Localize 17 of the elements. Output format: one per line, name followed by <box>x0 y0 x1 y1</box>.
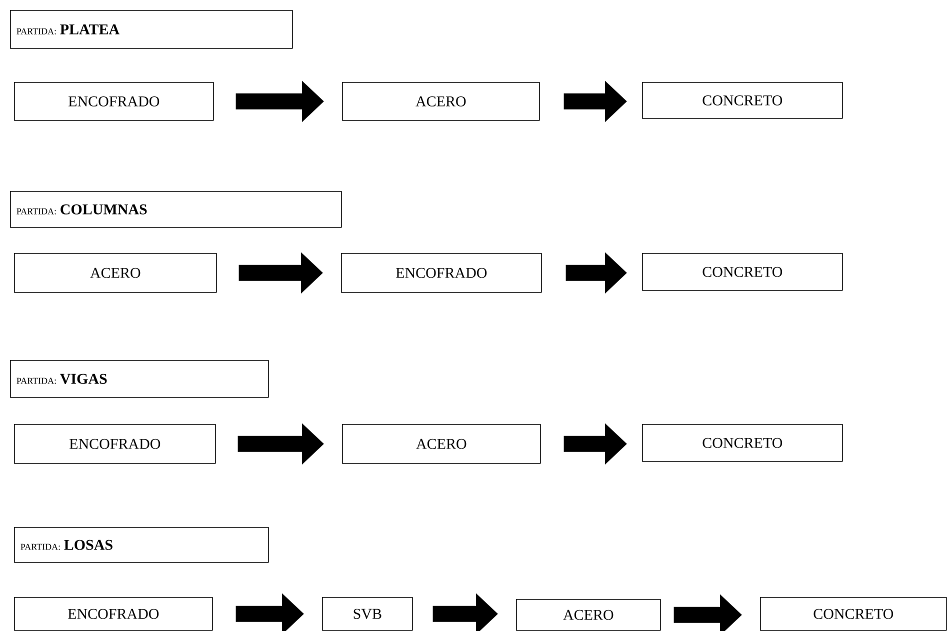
process-box: CONCRETO <box>760 597 947 631</box>
process-box: ACERO <box>342 82 540 121</box>
process-box: SVB <box>322 597 413 631</box>
process-box: ENCOFRADO <box>14 82 214 121</box>
heading-box: PARTIDA: COLUMNAS <box>10 191 342 228</box>
process-box: ENCOFRADO <box>14 424 216 464</box>
process-box: ACERO <box>342 424 541 464</box>
process-box: ACERO <box>516 599 661 631</box>
process-box: ENCOFRADO <box>14 597 213 631</box>
process-box: CONCRETO <box>642 82 843 119</box>
process-box: ENCOFRADO <box>341 253 542 293</box>
process-box: ACERO <box>14 253 217 293</box>
heading-box: PARTIDA: LOSAS <box>14 527 269 563</box>
process-box: CONCRETO <box>642 253 843 291</box>
heading-box: PARTIDA: PLATEA <box>10 10 293 49</box>
heading-box: PARTIDA: VIGAS <box>10 360 269 398</box>
process-box: CONCRETO <box>642 424 843 462</box>
